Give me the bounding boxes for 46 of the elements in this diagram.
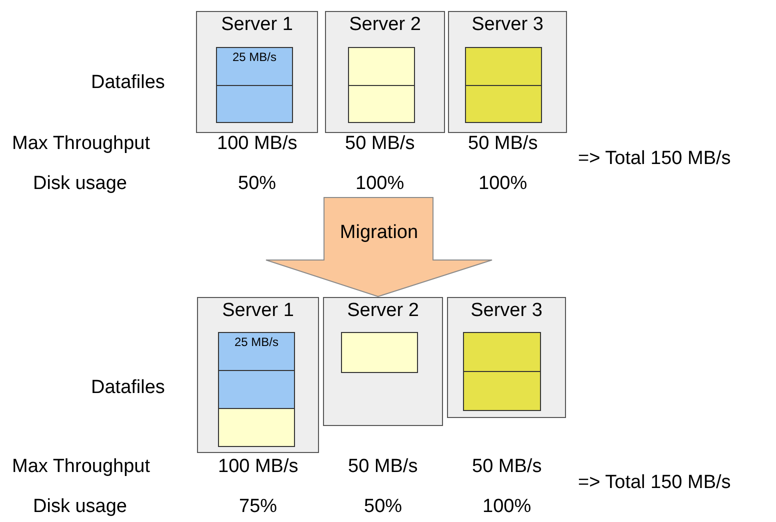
server-box [447, 297, 566, 418]
row-label: Datafiles [91, 72, 165, 94]
server-label: Server 3 [470, 300, 544, 322]
total-text: => Total 150 MB/s [578, 148, 731, 170]
datafile-block [465, 85, 542, 123]
value-text: 50 MB/s [345, 133, 415, 155]
value-text: 100% [478, 173, 528, 195]
row-label: Max Throughput [12, 133, 150, 155]
row-label: Disk usage [33, 173, 127, 195]
server-box [196, 11, 318, 133]
datafile-block [465, 47, 542, 86]
server-box [323, 297, 443, 426]
server-label: Server 2 [348, 14, 422, 36]
value-text: 100% [482, 496, 532, 518]
migration-arrow [265, 197, 493, 297]
server-label: Server 1 [221, 300, 295, 322]
row-label: Max Throughput [12, 456, 150, 478]
total-text: => Total 150 MB/s [578, 472, 731, 494]
server-label: Server 2 [346, 300, 420, 322]
server-box [325, 11, 445, 133]
server-label: Server 3 [470, 14, 544, 36]
value-text: 100 MB/s [217, 133, 298, 155]
datafile-block [348, 47, 415, 86]
datafile-block [348, 85, 415, 123]
value-text: 50 MB/s [468, 133, 538, 155]
datafile-block [216, 85, 293, 123]
datafile-block [463, 332, 541, 372]
value-text: 50 MB/s [348, 456, 418, 478]
arrow-label: Migration [338, 222, 420, 244]
value-text: 50 MB/s [472, 456, 542, 478]
value-text: 75% [239, 496, 278, 518]
value-text: 50% [364, 496, 402, 518]
value-text: 100% [356, 173, 404, 195]
row-label: Datafiles [91, 377, 165, 399]
server-label: Server 1 [220, 14, 294, 36]
server-box [448, 11, 567, 133]
datafile-block [463, 371, 541, 411]
datafile-block: 25 MB/s [218, 332, 295, 371]
datafile-block [218, 370, 295, 409]
datafile-block [341, 332, 418, 373]
value-text: 50% [238, 173, 276, 195]
server-box [197, 297, 319, 453]
row-label: Disk usage [33, 496, 127, 518]
value-text: 100 MB/s [218, 456, 298, 478]
datafile-block [218, 408, 295, 447]
datafile-block: 25 MB/s [216, 47, 293, 86]
